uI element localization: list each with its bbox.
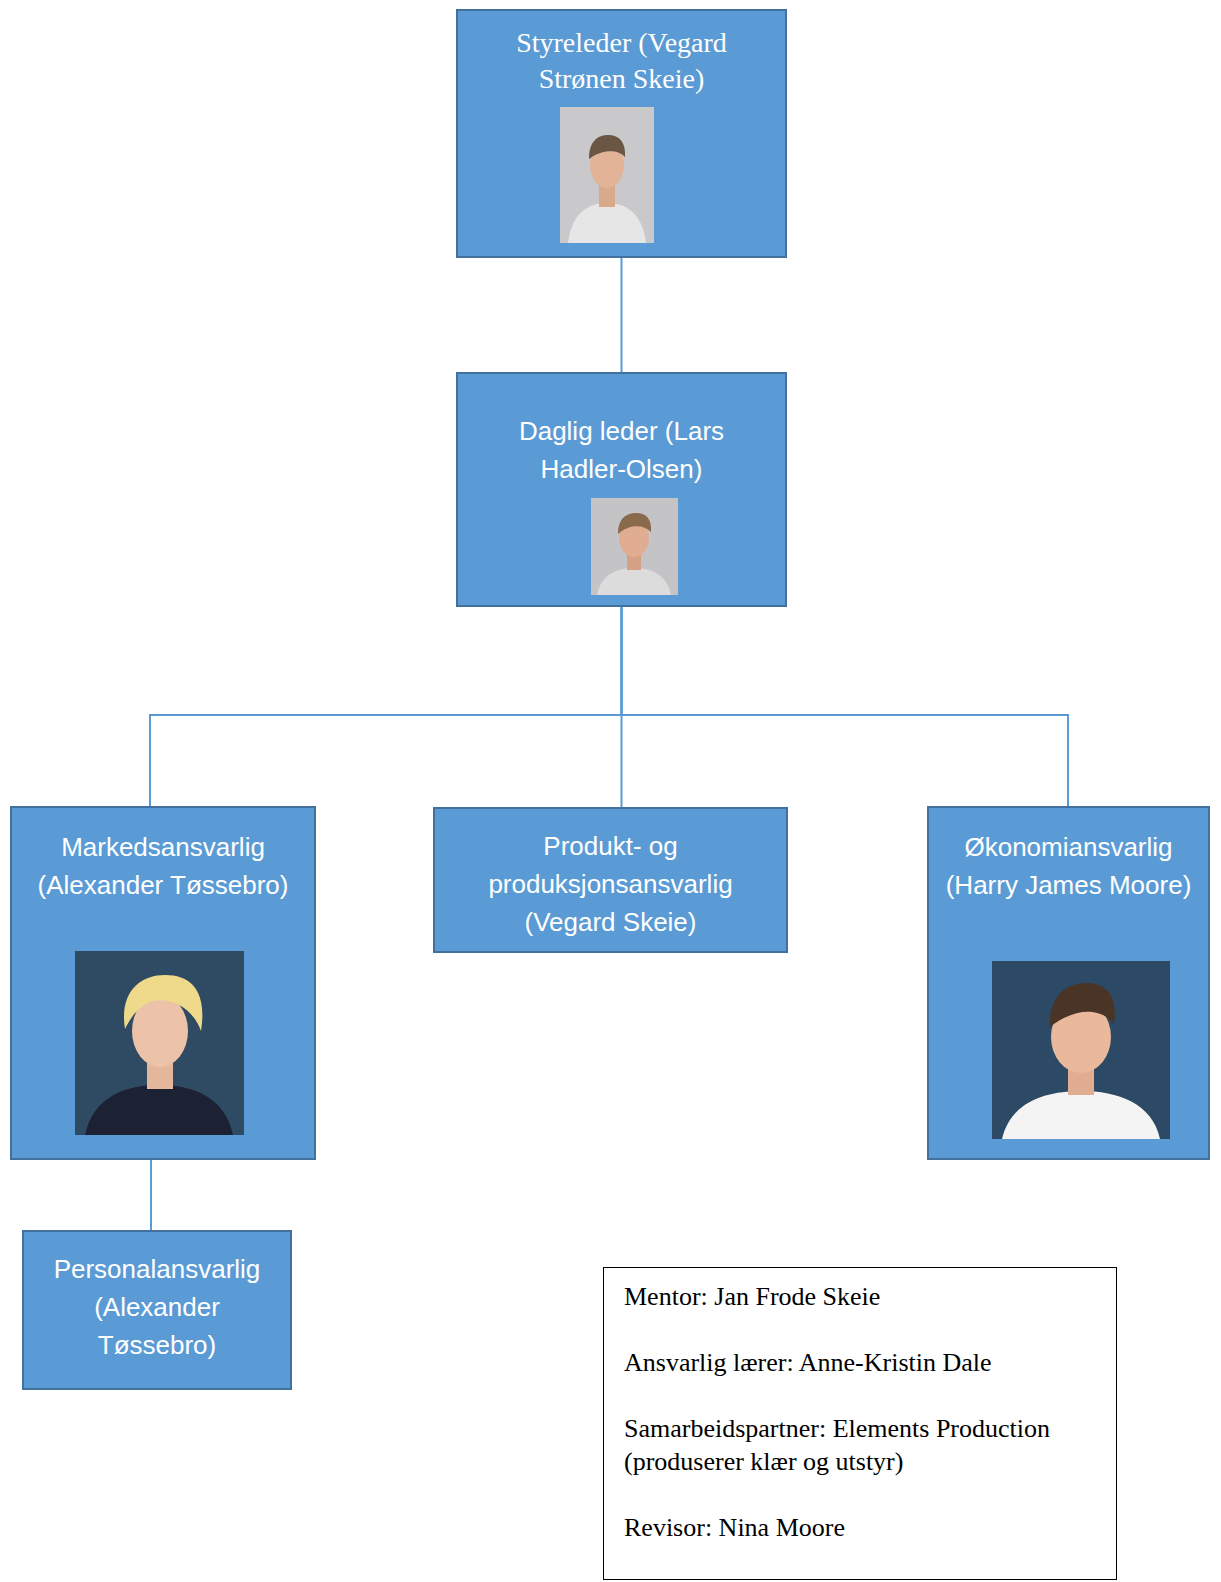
role-title: Personalansvarlig (Alexander Tøssebro) <box>36 1250 278 1364</box>
portrait-photo <box>992 961 1170 1139</box>
chair-box: Styreleder (Vegard Strønen Skeie) <box>456 9 787 258</box>
note-text: Ansvarlig lærer: Anne-Kristin Dale <box>624 1346 1096 1379</box>
role-box: Økonomiansvarlig (Harry James Moore) <box>927 806 1210 1160</box>
portrait-photo <box>560 107 654 243</box>
portrait-photo <box>75 951 244 1135</box>
role-title: Økonomiansvarlig (Harry James Moore) <box>941 828 1196 904</box>
manager-box: Daglig leder (Lars Hadler-Olsen) <box>456 372 787 607</box>
info-box: Mentor: Jan Frode SkeieAnsvarlig lærer: … <box>603 1267 1117 1580</box>
org-connector <box>150 1160 152 1230</box>
portrait-photo <box>591 498 678 595</box>
org-connector <box>621 258 623 372</box>
note-text: Revisor: Nina Moore <box>624 1511 1096 1544</box>
role-title: Produkt- og produksjonsansvarlig (Vegard… <box>449 827 772 941</box>
role-box: Personalansvarlig (Alexander Tøssebro) <box>22 1230 292 1390</box>
role-box: Markedsansvarlig (Alexander Tøssebro) <box>10 806 316 1160</box>
note-text: Mentor: Jan Frode Skeie <box>624 1280 1096 1313</box>
org-connector <box>150 607 622 806</box>
role-title: Markedsansvarlig (Alexander Tøssebro) <box>26 828 300 904</box>
org-connector <box>622 607 1069 806</box>
note-text: Samarbeidspartner: Elements Production (… <box>624 1412 1096 1478</box>
role-box: Produkt- og produksjonsansvarlig (Vegard… <box>433 807 788 953</box>
role-title: Daglig leder (Lars Hadler-Olsen) <box>474 412 769 488</box>
role-title: Styreleder (Vegard Strønen Skeie) <box>474 25 769 97</box>
